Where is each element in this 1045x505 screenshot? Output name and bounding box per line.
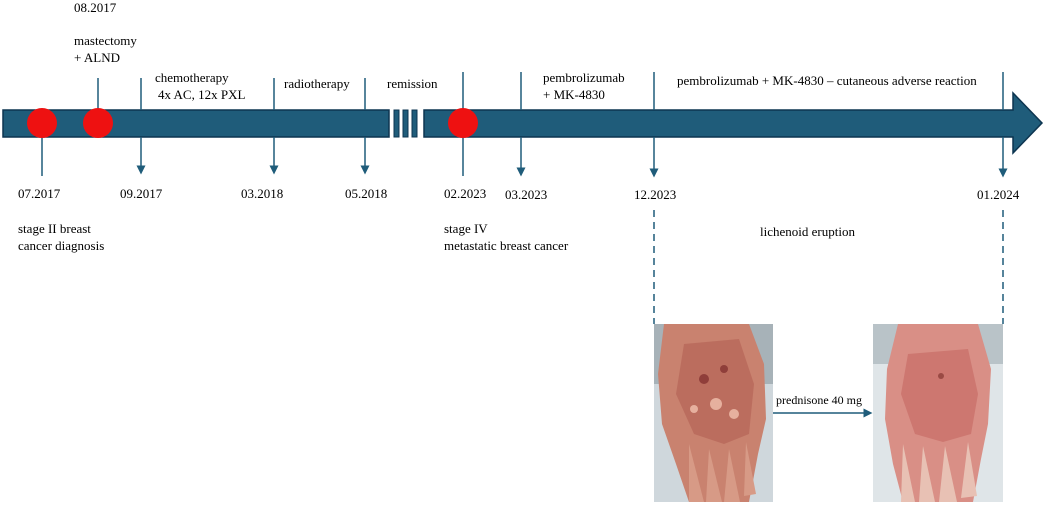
date-09-2017: 09.2017 (120, 186, 163, 201)
label-prednisone: prednisone 40 mg (776, 393, 862, 407)
event-dot-mastectomy (83, 108, 113, 138)
label-radiotherapy: radiotherapy (284, 76, 350, 91)
hand-photo-after-image (873, 324, 1003, 502)
date-08-2017: 08.2017 (74, 0, 117, 15)
date-03-2023: 03.2023 (505, 187, 547, 202)
event-dot-diagnosis (27, 108, 57, 138)
label-stage4-1: stage IV (444, 221, 488, 236)
date-12-2023: 12.2023 (634, 187, 676, 202)
hand-photo-after (873, 324, 1003, 502)
label-pembro-1: pembrolizumab (543, 70, 625, 85)
date-03-2018: 03.2018 (241, 186, 283, 201)
date-05-2018: 05.2018 (345, 186, 387, 201)
label-remission: remission (387, 76, 438, 91)
label-adverse-reaction: pembrolizumab + MK-4830 – cutaneous adve… (677, 73, 977, 88)
label-chemo-2: 4x AC, 12x PXL (158, 87, 245, 102)
label-stage2-1: stage II breast (18, 221, 91, 236)
date-01-2024: 01.2024 (977, 187, 1020, 202)
label-mastectomy-2: + ALND (74, 50, 120, 65)
timeline-bar-segment-1 (2, 109, 390, 138)
date-02-2023: 02.2023 (444, 186, 486, 201)
timeline-break-mark (402, 109, 409, 138)
label-lichenoid-eruption: lichenoid eruption (760, 224, 855, 239)
label-mastectomy-1: mastectomy (74, 33, 137, 48)
label-stage2-2: cancer diagnosis (18, 238, 104, 253)
event-dot-metastatic (448, 108, 478, 138)
hand-photo-before-image (654, 324, 773, 502)
timeline-bar-arrow (423, 91, 1044, 155)
timeline-break-mark (393, 109, 400, 138)
hand-photo-before (654, 324, 773, 502)
label-pembro-2: + MK-4830 (543, 87, 605, 102)
label-chemo-1: chemotherapy (155, 70, 229, 85)
date-07-2017: 07.2017 (18, 186, 61, 201)
label-stage4-2: metastatic breast cancer (444, 238, 569, 253)
timeline-break-mark (411, 109, 418, 138)
